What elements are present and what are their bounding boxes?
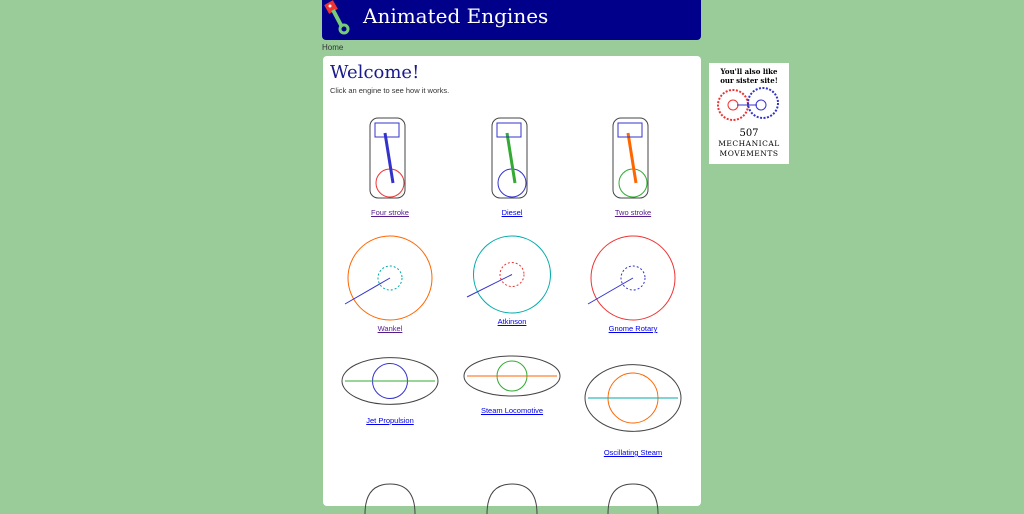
engine-four-stroke[interactable]: Four stroke — [330, 108, 450, 217]
engine-link[interactable]: Jet Propulsion — [366, 416, 414, 425]
engine-diagram-icon — [486, 483, 538, 514]
engine-link[interactable]: Atkinson — [497, 317, 527, 326]
engine-link[interactable]: Wankel — [377, 324, 403, 333]
engine-diagram-icon — [584, 364, 682, 432]
engine-diagram-icon — [612, 117, 649, 199]
intro-text: Click an engine to see how it works. — [330, 86, 450, 95]
engine-diagram-icon — [466, 235, 551, 314]
ad-number: 507 — [739, 128, 759, 139]
engine-link[interactable]: Four stroke — [371, 208, 409, 217]
engine-atkinson[interactable]: Atkinson — [452, 232, 572, 326]
engine-link[interactable]: Oscillating Steam — [603, 448, 663, 457]
engine-link[interactable]: Gnome Rotary — [608, 324, 658, 333]
engine-thumbnail[interactable] — [452, 474, 572, 514]
engine-link[interactable]: Steam Locomotive — [480, 406, 544, 415]
engine-link[interactable]: Two stroke — [614, 208, 652, 217]
engine-diagram-icon — [341, 357, 439, 405]
engine-diagram-icon — [463, 355, 561, 397]
ad-line1: You'll also like — [720, 67, 778, 76]
engine-thumbnail[interactable] — [330, 474, 450, 514]
engine-gnome-rotary[interactable]: Gnome Rotary — [573, 232, 693, 333]
site-title[interactable]: Animated Engines — [363, 4, 549, 28]
engine-wankel[interactable]: Wankel — [330, 232, 450, 333]
engine-two-stroke[interactable]: Two stroke — [573, 108, 693, 217]
content-panel: Welcome! Click an engine to see how it w… — [323, 56, 701, 514]
page-title: Welcome! — [330, 62, 420, 83]
engine-oscillating-steam[interactable]: Oscillating Steam — [573, 348, 693, 457]
engine-diagram-icon — [369, 117, 406, 199]
engine-diagram-icon — [491, 117, 528, 199]
gears-icon — [717, 87, 779, 121]
engine-diagram-icon — [364, 483, 416, 514]
engine-steam-locomotive[interactable]: Steam Locomotive — [452, 346, 572, 415]
engine-diagram-icon — [344, 235, 433, 321]
ad-word2: Movements — [719, 149, 779, 158]
ad-line2: our sister site! — [720, 76, 778, 85]
engine-diagram-icon — [607, 483, 659, 514]
engine-thumbnail[interactable] — [573, 474, 693, 514]
engine-link[interactable]: Diesel — [501, 208, 523, 217]
breadcrumb-home[interactable]: Home — [322, 43, 344, 52]
engine-diagram-icon — [587, 235, 676, 321]
piston-logo-icon[interactable] — [324, 0, 354, 36]
ad-word1: Mechanical — [718, 139, 780, 148]
engine-jet-propulsion[interactable]: Jet Propulsion — [330, 346, 450, 425]
engine-diesel[interactable]: Diesel — [452, 108, 572, 217]
site-header: Animated Engines — [322, 0, 701, 40]
